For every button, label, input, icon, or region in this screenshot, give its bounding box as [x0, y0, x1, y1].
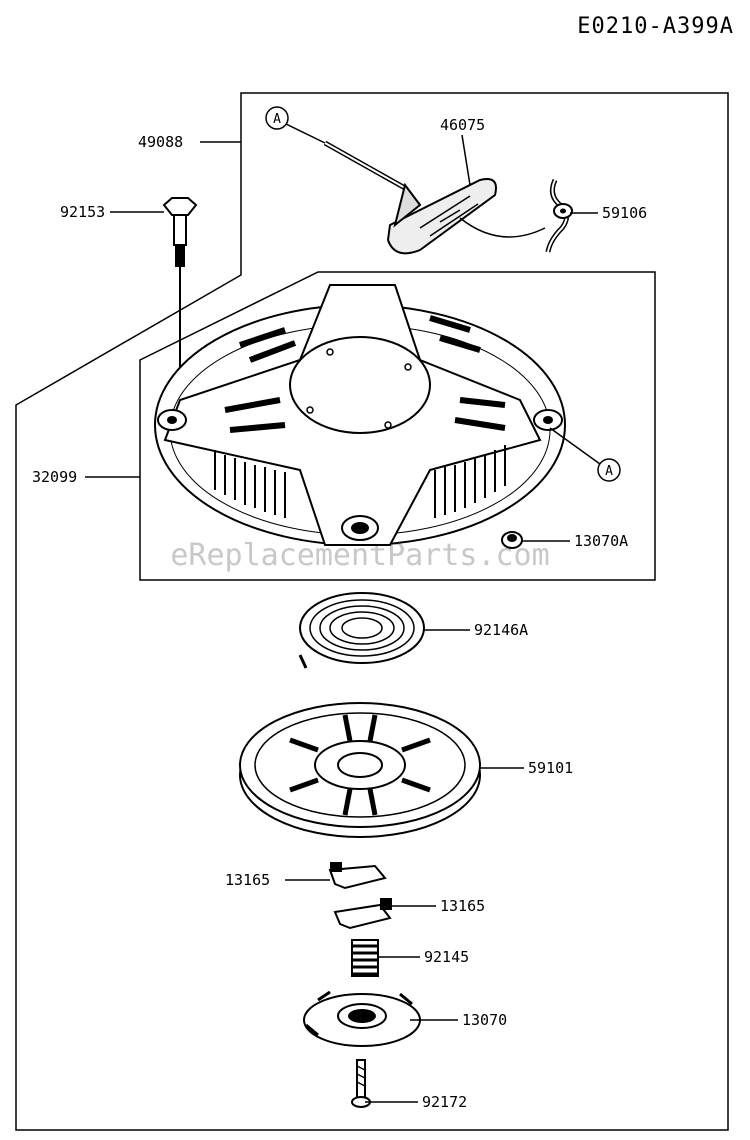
leader-lines	[85, 134, 598, 1103]
small-spring-part	[351, 939, 379, 977]
label-92153: 92153	[60, 203, 105, 221]
case-frame	[139, 271, 656, 581]
ratchet-upper-part	[328, 862, 387, 890]
label-92172: 92172	[422, 1093, 467, 1111]
label-92145: 92145	[424, 948, 469, 966]
starter-handle-part	[323, 140, 546, 255]
label-46075: 46075	[440, 116, 485, 134]
label-49088: 49088	[138, 133, 183, 151]
bolt-92153-part	[162, 197, 198, 410]
reference-marker-a-case: A	[549, 427, 621, 482]
collar-13070a-part	[501, 531, 523, 549]
svg-text:A: A	[273, 112, 281, 127]
reel-part	[239, 702, 481, 838]
label-59106: 59106	[602, 204, 647, 222]
label-32099: 32099	[32, 468, 77, 486]
starter-case-part	[154, 284, 566, 546]
ratchet-guide-part	[303, 990, 421, 1047]
label-59101: 59101	[528, 759, 573, 777]
screw-92172-part	[351, 1059, 371, 1108]
reference-marker-a-top: A	[265, 106, 326, 144]
label-13070a: 13070A	[574, 532, 628, 550]
svg-text:A: A	[605, 464, 613, 479]
rope-guide-part	[545, 178, 573, 253]
diagram-code: E0210-A399A	[577, 14, 734, 39]
label-13165-lower: 13165	[440, 897, 485, 915]
ratchet-lower-part	[333, 898, 392, 930]
part-labels: 49088 46075 92153 59106 32099 13070A 921…	[32, 116, 647, 1111]
label-13165-upper: 13165	[225, 871, 270, 889]
recoil-spring-part	[298, 592, 425, 669]
label-92146a: 92146A	[474, 621, 528, 639]
label-13070: 13070	[462, 1011, 507, 1029]
assembly-frame	[15, 92, 729, 1131]
